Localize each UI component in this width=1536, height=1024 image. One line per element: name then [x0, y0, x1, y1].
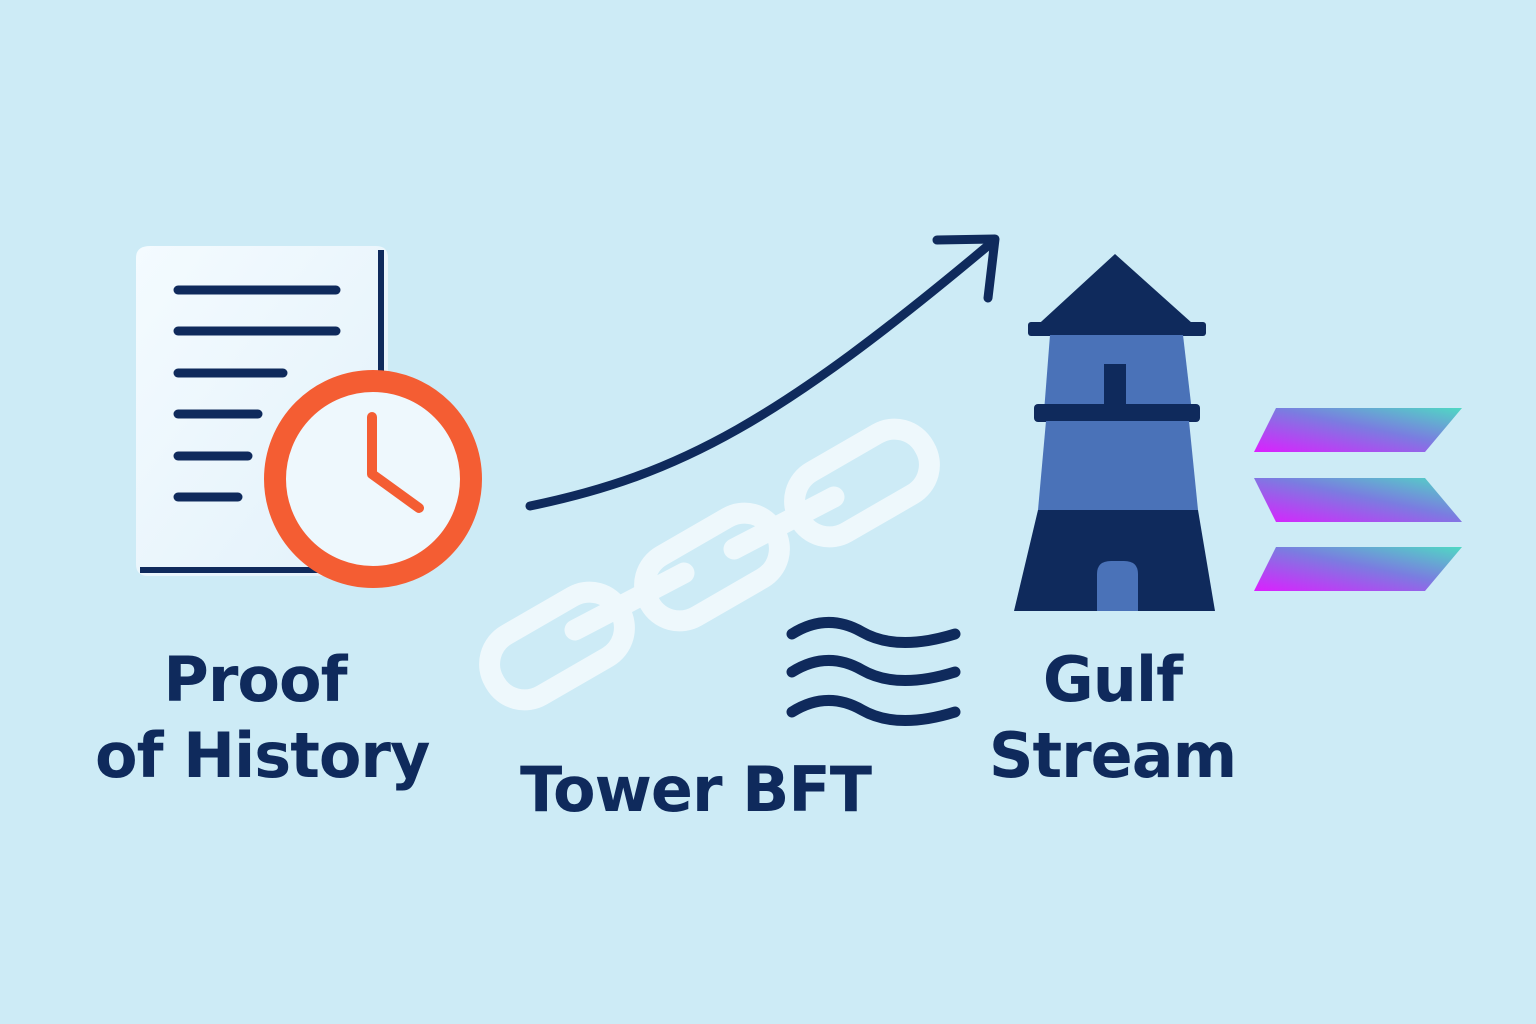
proof-of-history-line-1: Proof — [163, 643, 347, 716]
tower-bft-text: Tower BFT — [520, 753, 872, 826]
gulf-stream-line-1: Gulf — [1042, 643, 1183, 716]
gulf-stream-label: Gulf Stream — [985, 642, 1240, 794]
chain-links-icon — [479, 418, 940, 711]
proof-of-history-line-2: of History — [95, 719, 430, 792]
waves-icon — [786, 617, 961, 726]
proof-of-history-label: Proof of History — [95, 642, 430, 794]
lighthouse-icon — [1014, 254, 1215, 611]
tower-bft-label: Tower BFT — [520, 752, 872, 828]
clock-icon — [264, 370, 482, 588]
solana-logo — [1254, 408, 1462, 591]
gulf-stream-line-2: Stream — [988, 719, 1237, 792]
trend-arrow-icon — [525, 234, 1000, 511]
